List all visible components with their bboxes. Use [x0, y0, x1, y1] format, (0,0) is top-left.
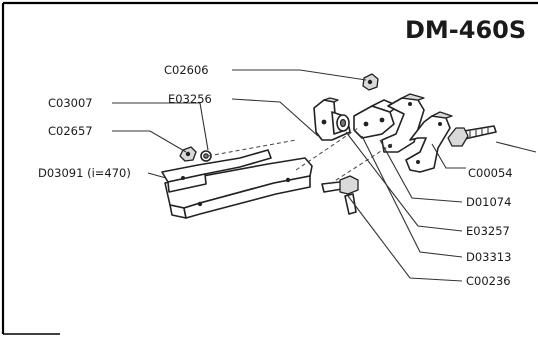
part-c00054-clamp: [405, 111, 453, 173]
part-c00236-bolt: [321, 175, 359, 215]
label-c00236: C00236: [466, 274, 511, 288]
label-d01074: D01074: [466, 195, 511, 209]
part-d01074-plate: [353, 99, 399, 139]
label-d03313: D03313: [466, 250, 511, 264]
assembly-lines: [207, 127, 393, 185]
label-c00054: C00054: [468, 166, 513, 180]
label-c03007: C03007: [48, 96, 93, 110]
part-d03091-upper-bar: [161, 149, 272, 193]
part-c02657-nut: [179, 146, 212, 162]
label-c02657: C02657: [48, 124, 93, 138]
diagram-title: DM-460S: [405, 16, 526, 44]
label-c02606: C02606: [164, 63, 209, 77]
part-c00054-bolt: [447, 125, 497, 147]
leader-lines: [112, 69, 537, 282]
label-e03256: E03256: [168, 92, 212, 106]
part-d03091-bar: [164, 157, 313, 219]
part-c02606-nut: [362, 73, 379, 91]
label-e03257: E03257: [466, 224, 510, 238]
part-e03257-washer: [336, 114, 350, 132]
label-d03091: D03091 (i=470): [38, 166, 131, 180]
